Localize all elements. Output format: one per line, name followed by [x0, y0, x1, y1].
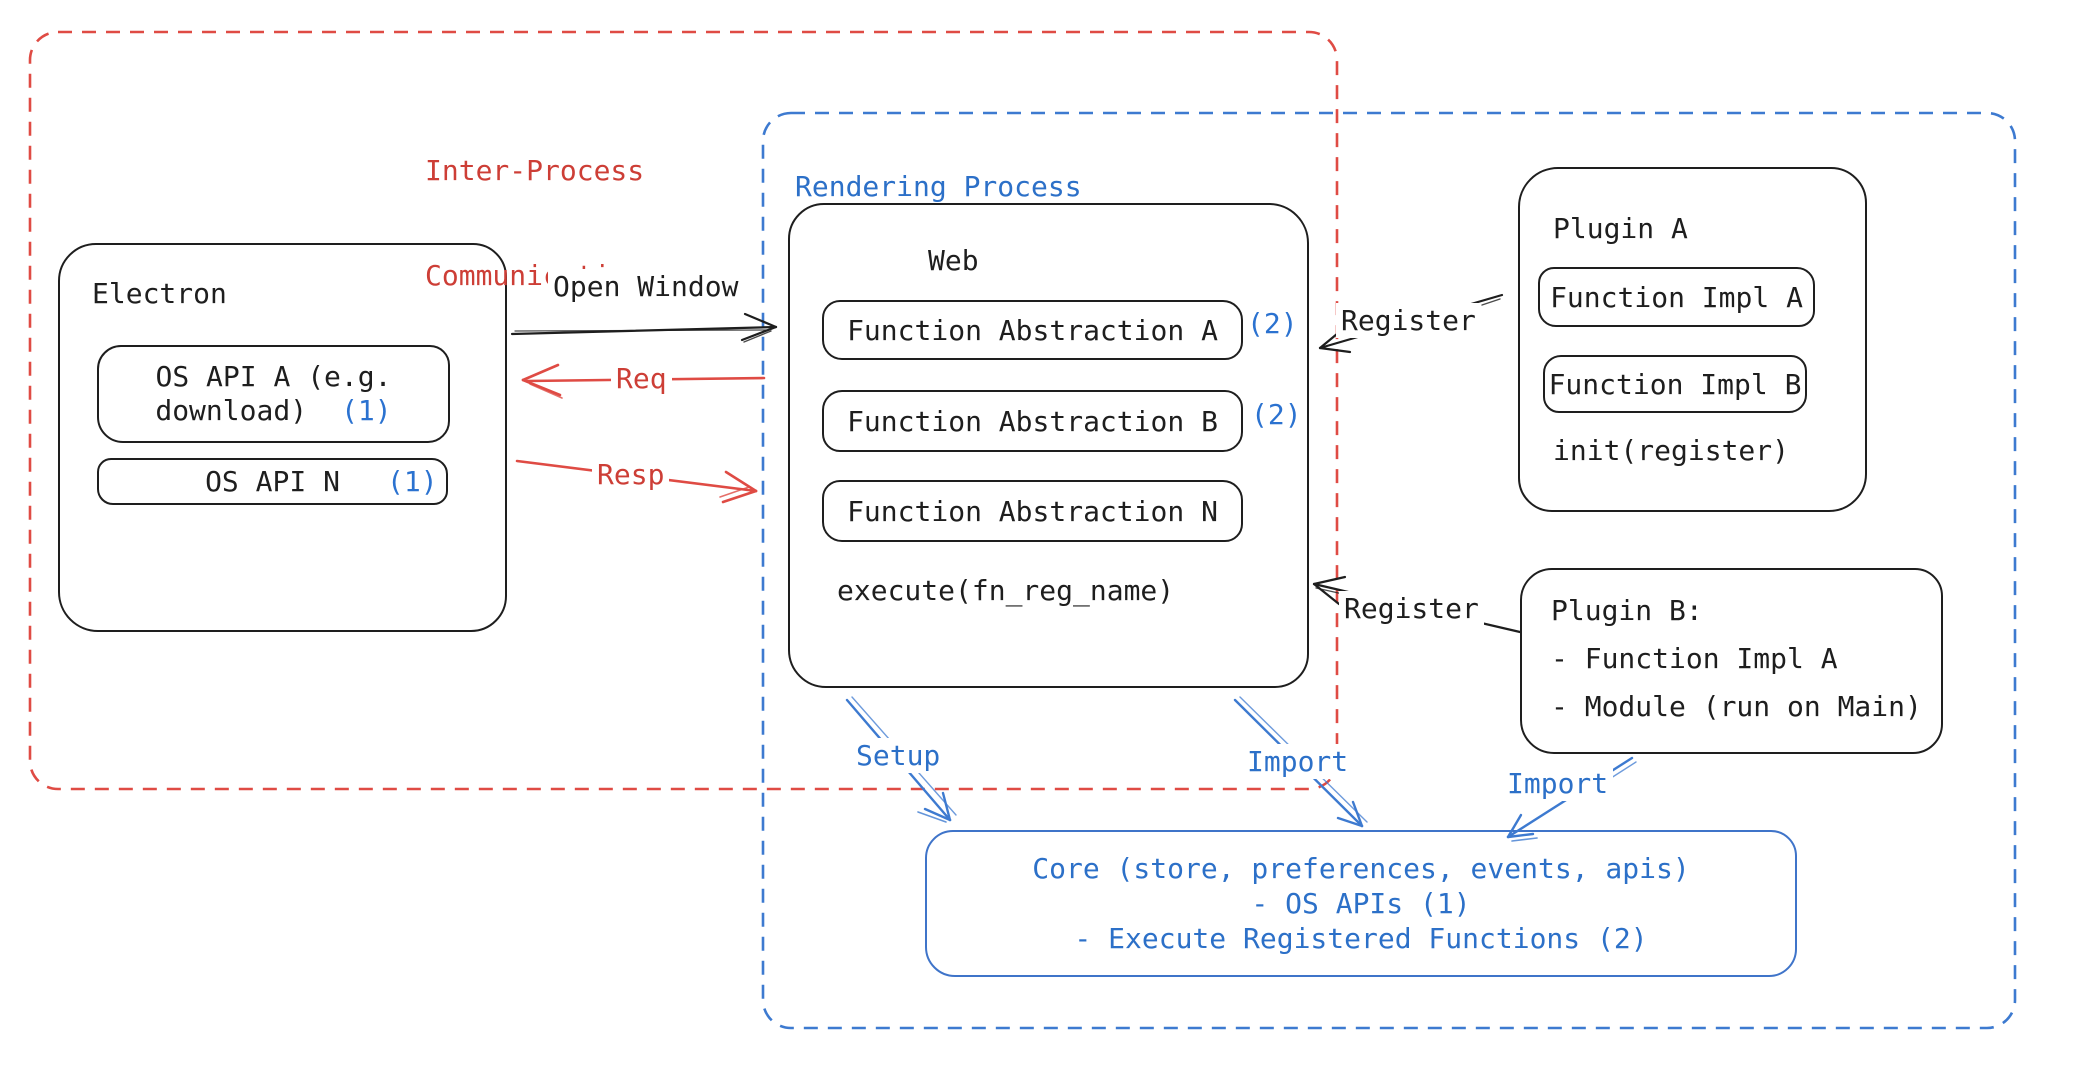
open-window-label: Open Window: [548, 269, 744, 304]
os-api-a-label: OS API A (e.g. download) (1): [97, 345, 450, 443]
function-abstraction-n-box: [822, 480, 1243, 542]
open-window-arrow: [510, 312, 778, 343]
core-label: Core (store, preferences, events, apis) …: [925, 830, 1797, 977]
os-api-a-line1: OS API A (e.g.: [155, 360, 392, 393]
core-line-3: - Execute Registered Functions (2): [1074, 922, 1648, 955]
rendering-region-title: Rendering Process: [795, 170, 1082, 203]
function-abstraction-a-box: [822, 300, 1243, 360]
function-abstraction-b-box: [822, 390, 1243, 452]
function-abstraction-n-label: Function Abstraction N: [822, 480, 1243, 542]
function-abstraction-a-text: Function Abstraction A: [847, 313, 1218, 347]
core-line-1: Core (store, preferences, events, apis): [1032, 852, 1690, 885]
web-title: Web: [928, 244, 979, 277]
core-line-2: - OS APIs (1): [1251, 887, 1471, 920]
setup-label: Setup: [851, 738, 946, 773]
ipc-region-border: [28, 30, 1339, 791]
os-api-n-box: [97, 458, 448, 505]
os-api-n-label: OS API N: [97, 458, 448, 505]
plugin-b-item-1: - Function Impl A: [1551, 642, 1838, 675]
function-impl-b-label: Function Impl B: [1543, 355, 1807, 413]
plugin-b-item-2: - Module (run on Main): [1551, 690, 1922, 723]
resp-label: Resp: [592, 457, 670, 492]
plugin-a-init-label: init(register): [1553, 434, 1790, 467]
plugin-b-title: Plugin B:: [1551, 594, 1703, 627]
os-api-n-text: OS API N: [205, 465, 340, 498]
rendering-region-border: [761, 111, 2017, 1030]
os-api-n-badge: (1): [387, 465, 438, 498]
plugin-a-box: [1518, 167, 1867, 512]
register-top-label: Register: [1336, 303, 1481, 338]
function-impl-a-text: Function Impl A: [1550, 280, 1803, 314]
req-label: Req: [611, 361, 672, 396]
register-bottom-label: Register: [1339, 591, 1484, 626]
function-abstraction-b-label: Function Abstraction B: [822, 390, 1243, 452]
function-impl-a-label: Function Impl A: [1538, 267, 1815, 327]
plugin-b-box: [1520, 568, 1943, 754]
import-mid-label: Import: [1242, 744, 1354, 779]
core-box: [925, 830, 1797, 977]
function-impl-a-box: [1538, 267, 1815, 327]
function-impl-b-box: [1543, 355, 1807, 413]
plugin-a-title: Plugin A: [1553, 212, 1688, 245]
function-impl-b-text: Function Impl B: [1548, 367, 1802, 401]
os-api-a-badge: (1): [341, 394, 392, 427]
function-abstraction-b-text: Function Abstraction B: [847, 404, 1218, 438]
import-right-label: Import: [1502, 766, 1614, 801]
function-abstraction-a-badge: (2): [1247, 307, 1298, 340]
os-api-a-box: [97, 345, 450, 443]
function-abstraction-b-badge: (2): [1251, 398, 1302, 431]
function-abstraction-n-text: Function Abstraction N: [847, 494, 1218, 528]
web-execute-label: execute(fn_reg_name): [837, 574, 1175, 607]
function-abstraction-a-label: Function Abstraction A: [822, 300, 1243, 360]
os-api-a-line2: download): [155, 394, 308, 427]
electron-title: Electron: [92, 277, 227, 310]
ipc-title-line1: Inter-Process: [425, 154, 645, 187]
